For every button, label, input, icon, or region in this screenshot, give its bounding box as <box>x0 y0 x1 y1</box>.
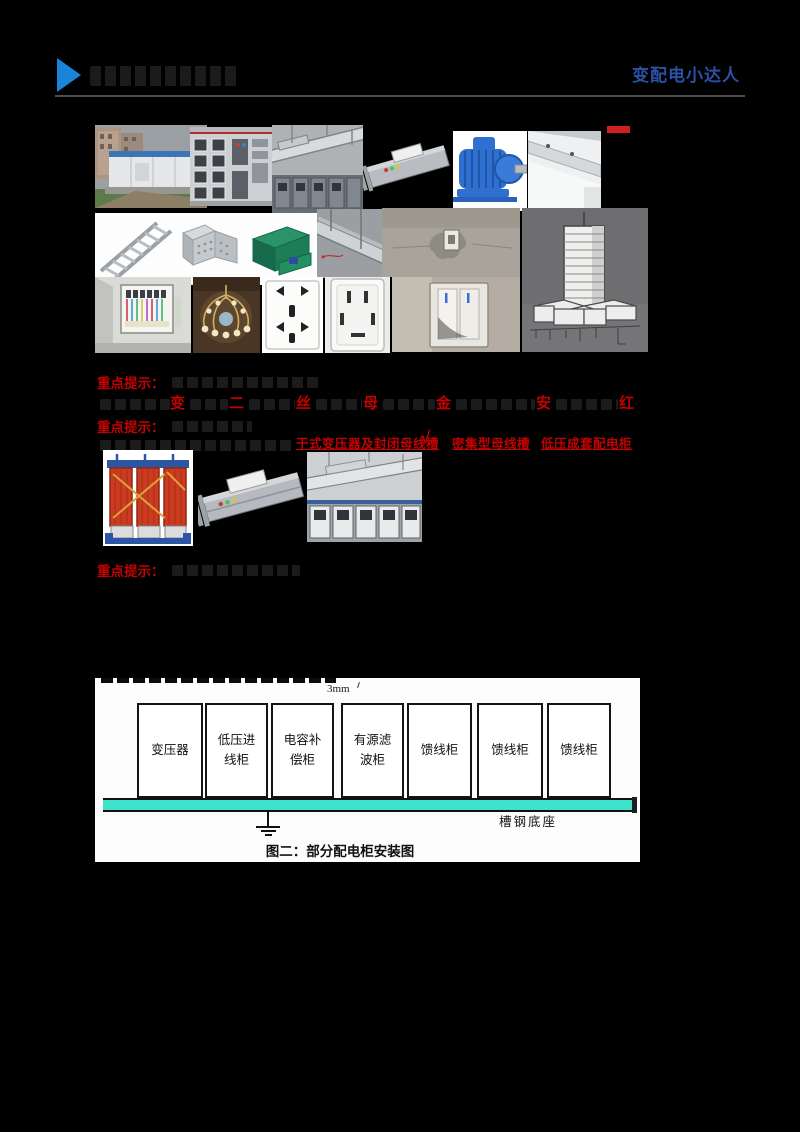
dim-text-3 <box>172 565 300 576</box>
cabinet-active-filter: 有源滤 波柜 <box>341 703 404 798</box>
point-label-1: 重点提示： <box>97 376 165 391</box>
photo-slot-socket <box>325 277 390 353</box>
photo-perforated-tray <box>175 213 245 285</box>
photo-distribution-box <box>95 277 191 353</box>
photo-chandelier <box>193 277 260 353</box>
point-label-3: 重点提示： <box>97 564 165 579</box>
photo-green-tray <box>245 213 317 285</box>
answer-phrase-2: 密集型母线槽 <box>452 437 531 451</box>
cabinet-transformer: 变压器 <box>137 703 203 798</box>
fill-answer-4: 母 <box>363 395 379 412</box>
cabinet-feeder-3: 馈线柜 <box>547 703 611 798</box>
cabinet-lv-incoming: 低压进 线柜 <box>205 703 268 798</box>
fill-answer-7: 红 <box>619 395 635 412</box>
photo-ceiling-corner <box>528 131 601 212</box>
base-label: 槽钢底座 <box>499 815 558 829</box>
header-slogan: 变配电小达人 <box>632 66 740 85</box>
answer-phrase-3: 低压成套配电柜 <box>541 437 633 451</box>
dim-text-2 <box>172 421 252 432</box>
channel-steel-base-bar <box>103 798 634 812</box>
fill-answer-5: 金 <box>436 395 452 412</box>
gap-dimension-label: 3mm <box>327 683 350 695</box>
fill-answer-1: 变 <box>170 395 186 412</box>
photo-busbar-render <box>198 452 305 542</box>
point-label-2: 重点提示： <box>97 420 165 435</box>
installation-diagram: 3mm 变压器 低压进 线柜 电容补 偿柜 有源滤 波柜 馈线柜 馈线柜 馈线柜… <box>95 678 640 862</box>
cabinet-feeder-2: 馈线柜 <box>477 703 543 798</box>
cabinet-feeder-1: 馈线柜 <box>407 703 472 798</box>
photo-ceiling-trunking <box>317 209 382 278</box>
photo-ladder-tray <box>95 213 175 285</box>
photo-busbar-trunking <box>363 130 453 208</box>
photo-building-render <box>522 208 648 352</box>
header-divider <box>55 95 745 97</box>
cabinet-capacitor-comp: 电容补 偿柜 <box>271 703 334 798</box>
fill-answer-3: 丝 <box>296 395 312 412</box>
photo-light-switch <box>392 277 520 352</box>
base-bar-end-cap <box>632 797 637 813</box>
figure-caption: 图二：部分配电柜安装图 <box>265 844 415 859</box>
answer-phrase-1: 干式变压器及封闭母线槽 <box>296 437 440 451</box>
photo-box-substation <box>95 125 207 208</box>
check-mark: √ <box>421 428 431 447</box>
fill-answer-6: 安 <box>536 395 552 412</box>
photo-electric-motor <box>453 131 527 211</box>
clipped-heading <box>101 678 336 685</box>
photo-wall-junction-box <box>382 208 520 277</box>
photo-switch-room-busway <box>272 125 363 214</box>
logo-triangle-icon <box>57 58 81 92</box>
photo-ceiling-and-switchgear <box>307 452 422 542</box>
dim-text-1 <box>172 377 320 388</box>
photo-lv-switchgear <box>190 127 272 206</box>
logo-text <box>90 66 238 86</box>
photo-multi-socket <box>262 277 323 353</box>
fill-answer-2: 二 <box>229 395 245 412</box>
red-crop-mark <box>607 126 630 133</box>
photo-dry-transformer <box>103 450 193 546</box>
dimension-tick <box>357 681 360 689</box>
